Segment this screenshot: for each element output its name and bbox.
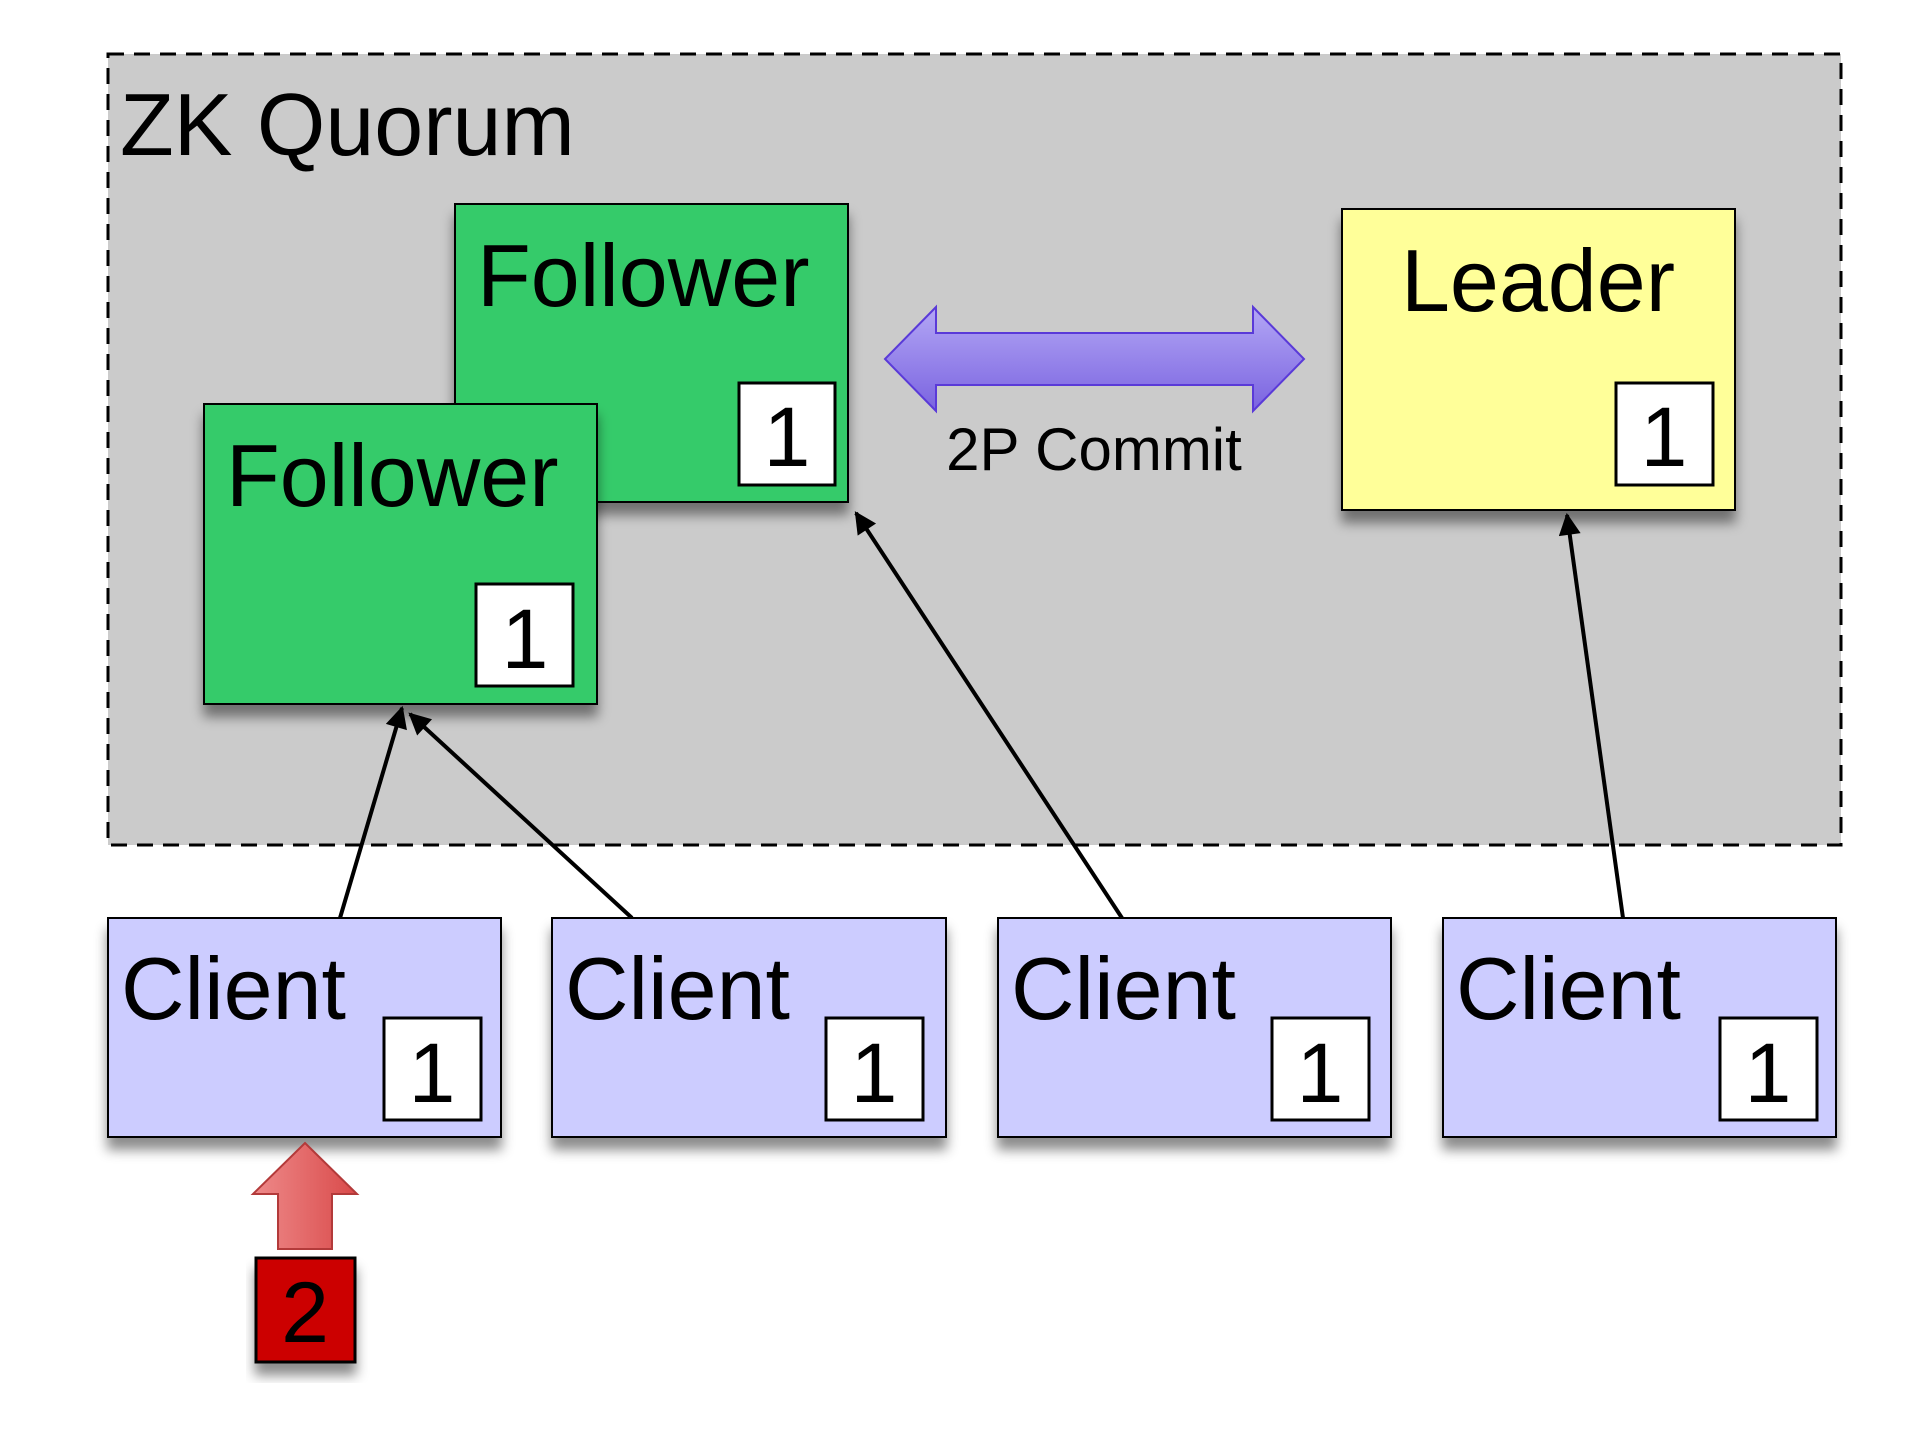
- client-label: Client: [565, 939, 790, 1038]
- leader-value: 1: [1641, 390, 1688, 484]
- quorum-title: ZK Quorum: [120, 75, 575, 174]
- client-value-box: [824, 1016, 925, 1122]
- commit-link: 2P Commit: [883, 304, 1306, 483]
- client-value-box: [382, 1016, 483, 1122]
- client-connections: [338, 511, 1625, 920]
- client-label: Client: [1011, 939, 1236, 1038]
- follower-label: Follower: [477, 226, 810, 325]
- leader-value-box: [1614, 381, 1715, 487]
- follower-value: 1: [502, 592, 549, 686]
- client-node: Client 1: [107, 917, 502, 1138]
- follower-label: Follower: [226, 426, 559, 525]
- connection-client4-leader: [1558, 512, 1625, 919]
- update-box: [254, 1256, 357, 1364]
- client-value-box: [1718, 1016, 1819, 1122]
- update-value: 2: [281, 1265, 329, 1361]
- client-value: 1: [1745, 1026, 1792, 1120]
- client-value: 1: [851, 1026, 898, 1120]
- client-label: Client: [1456, 939, 1681, 1038]
- commit-label: 2P Commit: [946, 416, 1242, 483]
- follower-box: [203, 403, 598, 705]
- client-node: Client 1: [1442, 917, 1837, 1138]
- follower-value: 1: [764, 390, 811, 484]
- client-value-box: [1270, 1016, 1371, 1122]
- client-node: Client 1: [551, 917, 947, 1138]
- double-arrow-icon: [883, 304, 1306, 414]
- connection-client1-follower: [338, 705, 407, 919]
- client-node: Client 1: [997, 917, 1392, 1138]
- connection-client3-follower: [854, 511, 1124, 920]
- leader-label: Leader: [1401, 231, 1675, 330]
- client-value: 1: [409, 1026, 456, 1120]
- follower-node: [203, 403, 598, 705]
- client-value: 1: [1297, 1026, 1344, 1120]
- update-indicator: 2: [250, 1141, 360, 1364]
- follower-value-box: [474, 582, 575, 688]
- connection-client2-follower: [408, 712, 634, 920]
- follower-value-box: [737, 381, 837, 487]
- up-arrow-icon: [250, 1141, 360, 1250]
- client-label: Client: [121, 939, 346, 1038]
